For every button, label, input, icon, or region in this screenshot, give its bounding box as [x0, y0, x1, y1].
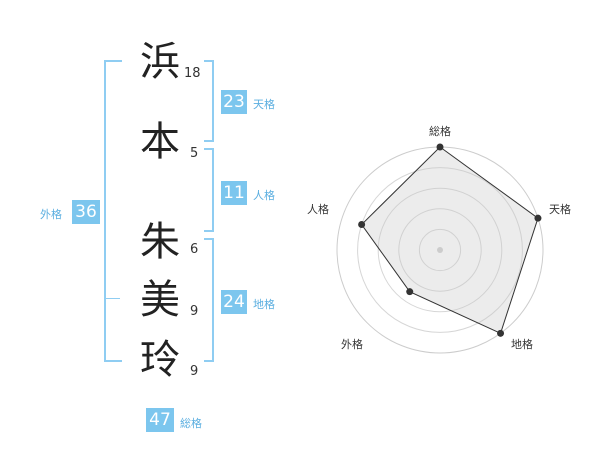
radar-point: [358, 221, 366, 229]
gaikaku-bracket: [104, 60, 122, 362]
radar-label-soukaku: 総格: [429, 125, 451, 138]
radar-center: [437, 247, 443, 253]
jinkaku-value: 11: [221, 181, 247, 205]
radar-label-tenkaku: 天格: [549, 203, 571, 216]
tenkaku-value: 23: [221, 90, 247, 114]
radar-point: [534, 214, 542, 222]
stroke-count-1: 18: [184, 66, 201, 81]
stroke-count-5: 9: [190, 364, 199, 379]
radar-point: [406, 288, 414, 296]
soukaku-label: 総格: [180, 417, 202, 430]
tenkaku-label: 天格: [253, 98, 275, 111]
stroke-count-2: 5: [190, 146, 199, 161]
radar-polygon: [360, 146, 539, 335]
gaikaku-label: 外格: [40, 208, 62, 221]
chikaku-bracket: [204, 238, 214, 362]
jinkaku-label: 人格: [253, 189, 275, 202]
tenkaku-bracket: [204, 60, 214, 142]
stroke-count-3: 6: [190, 242, 199, 257]
radar-ring: [398, 208, 482, 292]
name-char-5: 玲: [140, 337, 180, 383]
stroke-count-4: 9: [190, 304, 199, 319]
radar-point: [497, 329, 505, 337]
radar-ring: [357, 167, 523, 333]
name-char-4: 美: [140, 277, 180, 323]
chikaku-value: 24: [221, 290, 247, 314]
radar-ring: [418, 228, 462, 272]
soukaku-value: 47: [146, 408, 174, 432]
radar-ring: [377, 187, 503, 313]
gaikaku-bracket-tick: [106, 298, 120, 299]
chikaku-label: 地格: [253, 298, 275, 311]
jinkaku-bracket: [204, 148, 214, 232]
radar-point: [436, 143, 444, 151]
name-char-1: 浜: [140, 39, 180, 85]
name-char-3: 朱: [140, 219, 180, 265]
name-char-2: 本: [140, 119, 180, 165]
radar-label-gaikaku: 外格: [341, 338, 363, 351]
radar-label-chikaku: 地格: [511, 338, 533, 351]
radar-label-jinkaku: 人格: [307, 203, 329, 216]
gaikaku-value: 36: [72, 200, 100, 224]
